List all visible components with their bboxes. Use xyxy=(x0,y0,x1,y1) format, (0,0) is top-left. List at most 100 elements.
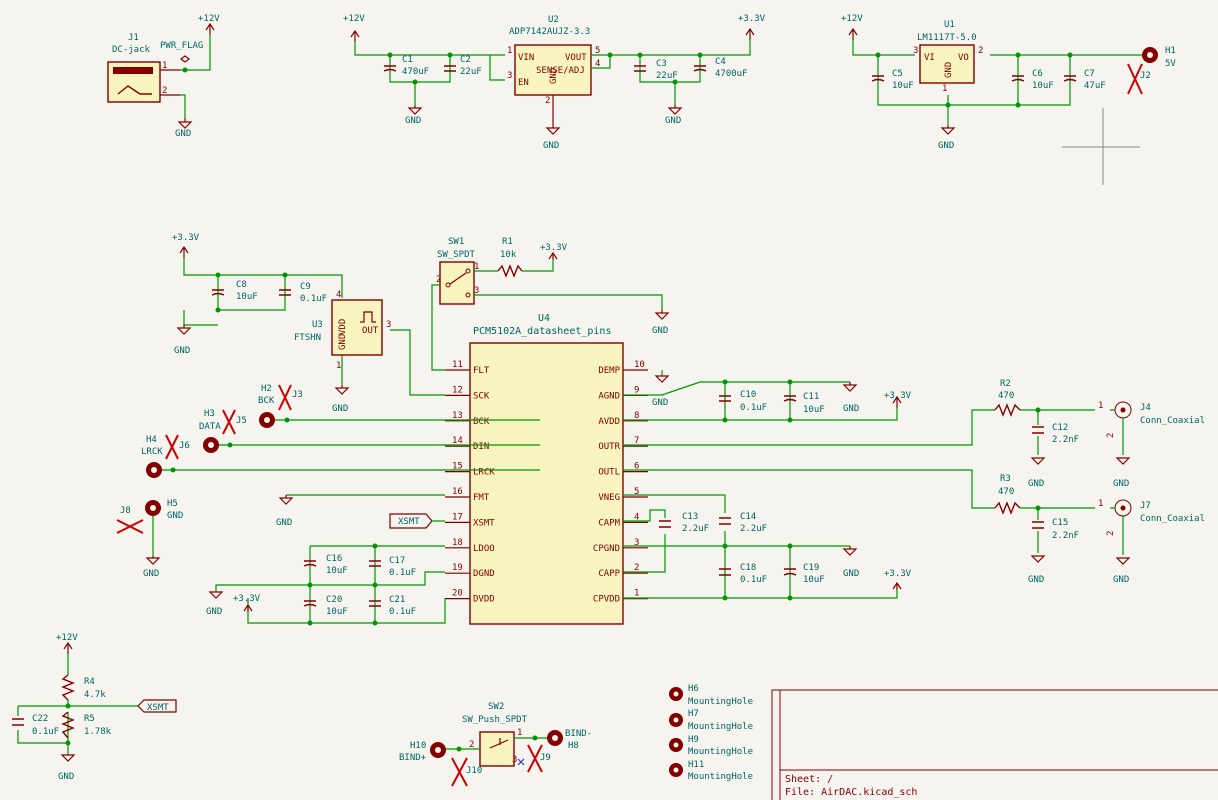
u4-pin-name[interactable]: AGND xyxy=(598,391,620,401)
u4-pin-name[interactable]: XSMT xyxy=(473,518,495,528)
u4-pin-name[interactable]: DEMP xyxy=(598,366,620,376)
pwr-flag-label: PWR_FLAG xyxy=(160,41,203,51)
schematic-label: U1 xyxy=(944,20,955,30)
schematic-label: R2 xyxy=(1000,379,1011,389)
schematic-label: VOUT xyxy=(565,53,587,63)
u4-pin-name[interactable]: FMT xyxy=(473,493,490,503)
r4-resistor[interactable]: R44.7k xyxy=(61,674,106,701)
schematic-label: 10uF xyxy=(1032,81,1054,91)
schematic-label: 0.1uF xyxy=(32,727,59,737)
schematic-label: EN xyxy=(518,78,529,88)
u4-pin-number: 14 xyxy=(452,436,463,446)
pwr-3v3-dvdd: +3.3V xyxy=(233,594,261,612)
u4-pin-name[interactable]: OUTL xyxy=(598,468,620,478)
u4-pin-name[interactable]: DGND xyxy=(473,569,495,579)
schematic-label: H8 xyxy=(568,741,579,751)
r5-resistor[interactable]: R51.78k xyxy=(61,711,112,739)
u4-pin-name[interactable]: BCK xyxy=(473,417,490,427)
sw1-switch[interactable]: SW1 SW_SPDT 132 xyxy=(436,237,479,305)
schematic-label: ADP7142AUJZ-3.3 xyxy=(509,27,590,37)
schematic-label: GND xyxy=(1028,479,1044,489)
schematic-label: +12V xyxy=(343,14,365,24)
schematic-label: 3 xyxy=(474,286,479,296)
schematic-label: H1 xyxy=(1165,46,1176,56)
u4-dac[interactable]: U4 PCM5102A_datasheet_pins xyxy=(469,313,624,625)
schematic-label: H3 xyxy=(204,409,215,419)
u4-pin-name[interactable]: AVDD xyxy=(598,417,620,427)
u2-regulator[interactable]: U2 ADP7142AUJZ-3.3 VIN EN VOUT SENSE/ADJ… xyxy=(507,15,600,125)
u3-oscillator[interactable]: U3 FTSHN VDD GND OUT 431 xyxy=(294,290,391,371)
u4-pin-name[interactable]: LDOO xyxy=(473,544,495,554)
schematic-label: SW2 xyxy=(488,702,504,712)
schematic-label: C18 xyxy=(740,563,756,573)
schematic-label: C9 xyxy=(300,282,311,292)
pwr-flag[interactable]: PWR_FLAG xyxy=(160,41,203,63)
u4-pin-name[interactable]: DIN xyxy=(473,442,489,452)
u4-pin-number: 2 xyxy=(634,563,639,573)
u4-pin-name[interactable]: SCK xyxy=(473,391,490,401)
u4-pin-name[interactable]: CAPM xyxy=(598,518,620,528)
pwr-12v-2: +12V xyxy=(343,14,365,42)
schematic-label: FTSHN xyxy=(294,333,321,343)
xsmt-label-div[interactable]: XSMT xyxy=(137,699,177,713)
u4-pin-name[interactable]: OUTR xyxy=(598,442,620,452)
schematic-label: 0.1uF xyxy=(389,568,416,578)
schematic-label: U4 xyxy=(538,313,550,324)
u4-pin-name[interactable]: DVDD xyxy=(473,595,495,605)
schematic-label: 5 xyxy=(595,46,600,56)
xsmt-label-u4[interactable]: XSMT xyxy=(389,513,445,529)
u4-pin-name[interactable]: VNEG xyxy=(598,493,620,503)
u4-pin-number: 6 xyxy=(634,462,639,472)
schematic-label: R5 xyxy=(84,714,95,724)
schematic-label: J4 xyxy=(1140,403,1151,413)
schematic-label: VIN xyxy=(518,53,534,63)
u4-pin-name[interactable]: CPGND xyxy=(593,544,620,554)
dc-jack-j1[interactable]: 1 2 J1 DC-jack xyxy=(107,33,180,103)
u4-pin-name[interactable]: LRCK xyxy=(473,468,495,478)
u4-pin-name[interactable]: CAPP xyxy=(598,569,620,579)
u4-pin-name[interactable]: FLT xyxy=(473,366,490,376)
c9-capacitor[interactable]: C90.1uF xyxy=(279,282,327,304)
u4-pin-name[interactable]: CPVDD xyxy=(593,595,620,605)
